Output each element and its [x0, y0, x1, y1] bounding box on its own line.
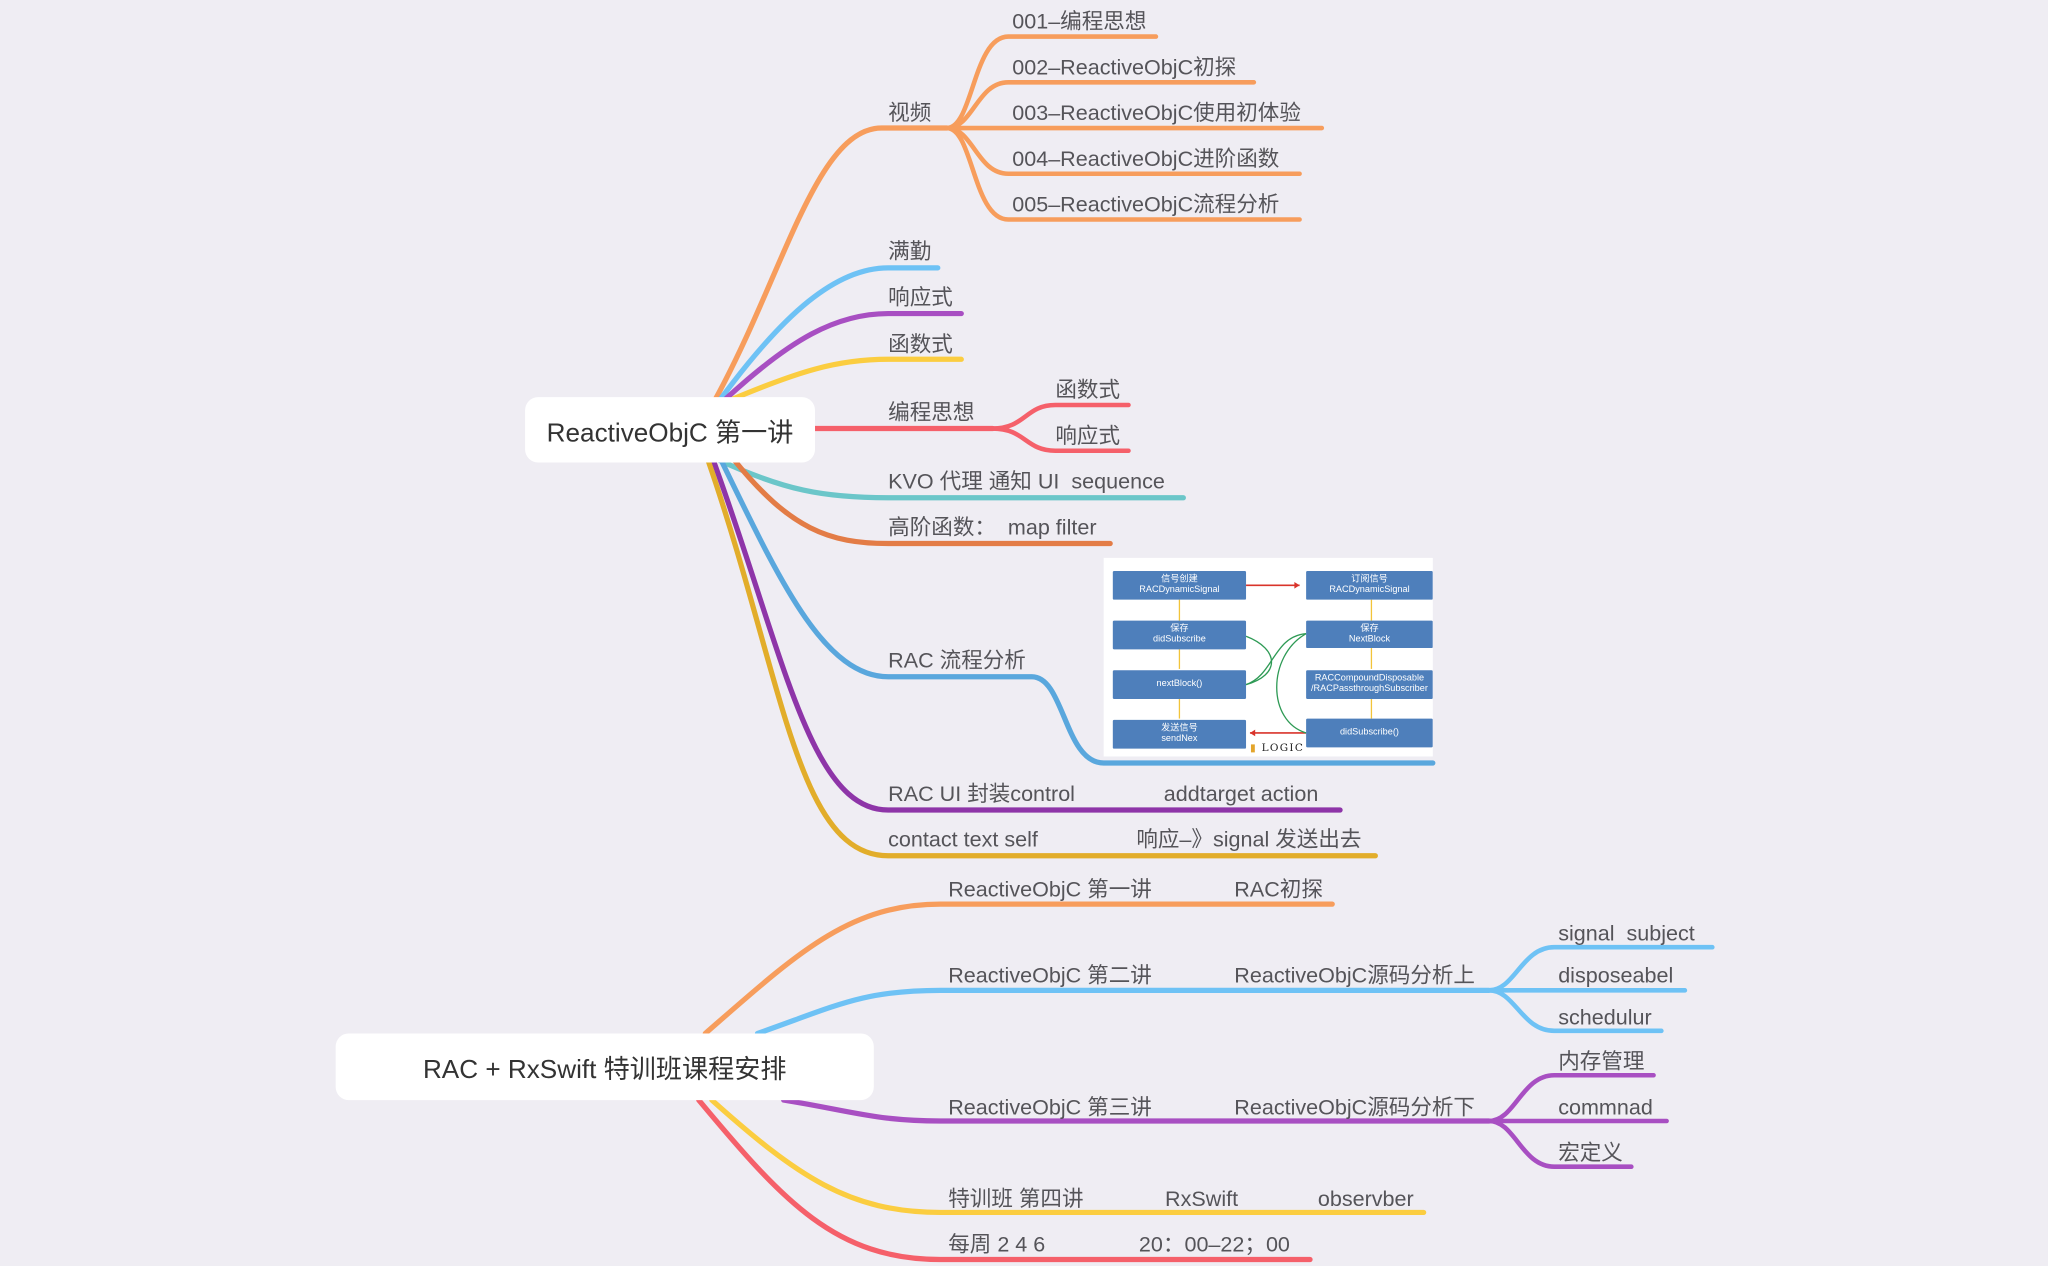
programming-child-functional[interactable]: 函数式 [1055, 378, 1120, 403]
video-item-5[interactable]: 005–ReactiveObjC流程分析 [1012, 193, 1280, 217]
root-node-lecture1[interactable]: ReactiveObjC 第一讲 [525, 397, 816, 463]
video-item-4[interactable]: 004–ReactiveObjC进阶函数 [1012, 147, 1280, 172]
lecture2-item-2[interactable]: disposeabel [1558, 964, 1674, 988]
edge-higher-order [731, 457, 1113, 547]
lecture3-item-2[interactable]: commnad [1558, 1096, 1653, 1120]
root-node-course-schedule[interactable]: RAC + RxSwift 特训班课程安排 [335, 1033, 874, 1101]
edge-contact [705, 457, 1378, 859]
edge-rac-ui [710, 457, 1343, 813]
lecture3-item-3[interactable]: 宏定义 [1558, 1141, 1623, 1166]
lecture3-label[interactable]: ReactiveObjC 第三讲 [948, 1096, 1152, 1120]
edge-lecture3 [781, 1097, 1492, 1124]
branch-programming[interactable]: 编程思想 [888, 401, 975, 425]
edge-rac-flow [718, 457, 1436, 766]
video-item-3[interactable]: 003–ReactiveObjC使用初体验 [1012, 101, 1301, 126]
branch-rac-ui[interactable]: RAC UI 封装control [888, 782, 1075, 807]
lecture4-extra[interactable]: observber [1317, 1187, 1414, 1212]
lecture1-topic[interactable]: RAC初探 [1234, 877, 1323, 902]
edge-lecture2 [754, 987, 1492, 1037]
lecture3-item-1[interactable]: 内存管理 [1558, 1050, 1645, 1074]
branch-video[interactable]: 视频 [888, 101, 932, 126]
branch-full-attendance[interactable]: 满勤 [888, 240, 932, 264]
branch-contact[interactable]: contact text self [888, 828, 1038, 852]
branch-rac-flow[interactable]: RAC 流程分析 [888, 649, 1026, 673]
rac-ui-detail[interactable]: addtarget action [1163, 782, 1319, 807]
branch-higher-order[interactable]: 高阶函数： map filter [888, 516, 1097, 540]
video-item-2[interactable]: 002–ReactiveObjC初探 [1012, 56, 1237, 80]
schedule-time[interactable]: 20：00–22；00 [1138, 1233, 1290, 1257]
lecture1-label[interactable]: ReactiveObjC 第一讲 [948, 877, 1152, 902]
branch-functional[interactable]: 函数式 [888, 333, 953, 357]
flow-arrows [1178, 582, 1373, 737]
branch-reactive[interactable]: 响应式 [888, 286, 953, 310]
flow-box-nextblock: nextBlock() [1112, 670, 1247, 699]
edge-lecture1 [702, 901, 1335, 1037]
lecture4-label[interactable]: 特训班 第四讲 [948, 1187, 1084, 1212]
lecture3-topic[interactable]: ReactiveObjC源码分析下 [1234, 1096, 1475, 1120]
lecture2-label[interactable]: ReactiveObjC 第二讲 [948, 964, 1152, 988]
edge-schedule [696, 1097, 1313, 1263]
branch-kvo[interactable]: KVO 代理 通知 UI sequence [888, 470, 1165, 494]
schedule-label[interactable]: 每周 2 4 6 [948, 1233, 1046, 1257]
programming-child-reactive[interactable]: 响应式 [1055, 424, 1120, 449]
edge-functional [731, 356, 964, 402]
lecture4-topic[interactable]: RxSwift [1165, 1187, 1239, 1212]
flow-box-didsubscribe-call: didSubscribe() [1306, 718, 1433, 748]
video-item-1[interactable]: 001–编程思想 [1012, 10, 1147, 34]
edge-full-attendance [718, 265, 941, 402]
lecture2-item-1[interactable]: signal subject [1558, 922, 1695, 946]
lecture2-item-3[interactable]: schedulur [1558, 1006, 1652, 1030]
edge-reactive [723, 310, 964, 402]
flow-box-compound-disposable: RACCompoundDisposable/RACPassthroughSubs… [1306, 670, 1433, 699]
contact-detail[interactable]: 响应–》signal 发送出去 [1136, 828, 1362, 852]
lecture2-topic[interactable]: ReactiveObjC源码分析上 [1234, 964, 1475, 988]
logic-logo: ▮ LOGIC [1249, 742, 1305, 754]
edge-video [713, 125, 950, 402]
edge-lecture4 [709, 1097, 1427, 1216]
